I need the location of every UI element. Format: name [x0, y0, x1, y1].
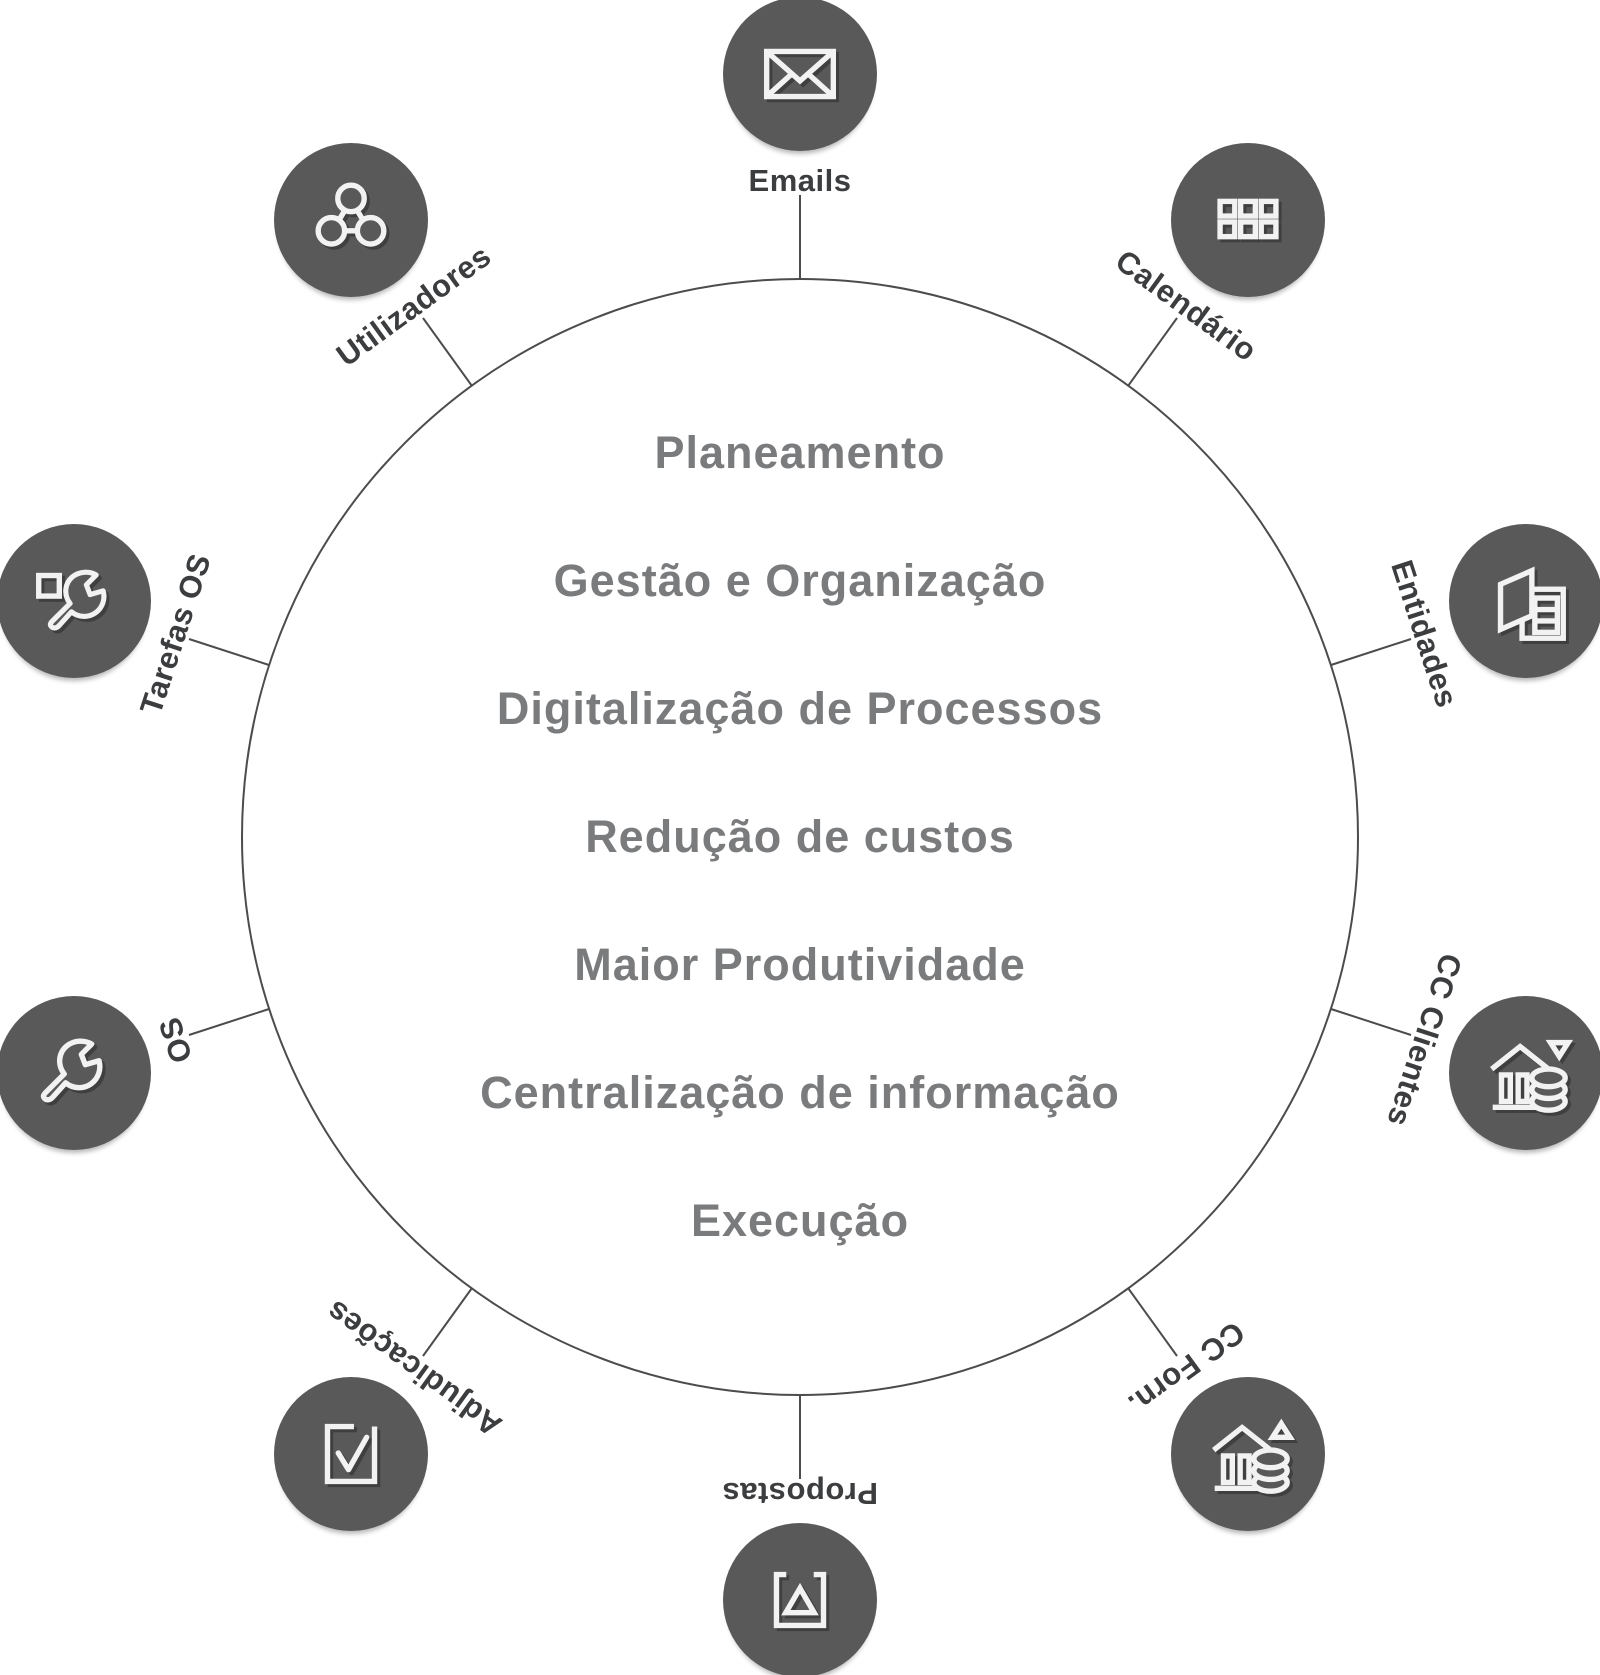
utilizadores-icon-circle: [274, 143, 428, 297]
benefit-item: Execução: [690, 1195, 910, 1246]
radial-ticks: [188, 195, 1412, 1479]
emails-icon-circle: [723, 0, 877, 151]
benefit-item: Gestão e Organização: [553, 555, 1047, 606]
node-label-emails: Emails: [748, 163, 852, 198]
adjudicacoes-icon-circle: [274, 1377, 428, 1531]
task-wrench-icon: [36, 569, 107, 631]
calendar-grid-icon: [1217, 198, 1279, 240]
benefit-item: Planeamento: [654, 427, 946, 478]
propostas-icon-circle: [723, 1523, 877, 1675]
entidades-icon-circle: [1449, 524, 1600, 678]
tarefas-os-icon-circle: [0, 524, 151, 678]
cc-clientes-icon-circle: [1449, 996, 1600, 1150]
image-proposal-icon: [773, 1571, 827, 1629]
users-network-icon: [315, 182, 387, 247]
envelope-icon: [763, 48, 837, 100]
calendario-icon-circle: [1171, 143, 1325, 297]
checkbox-check-icon: [324, 1423, 378, 1485]
os-icon-circle: [0, 996, 151, 1150]
cc-forn-icon-circle: [1171, 1377, 1325, 1531]
benefit-item: Maior Produtividade: [574, 939, 1026, 990]
bank-database-down-icon: [1490, 1039, 1574, 1113]
building-entity-icon: [1497, 566, 1566, 641]
wrench-icon: [40, 1038, 103, 1103]
benefit-item: Redução de custos: [585, 811, 1015, 862]
benefit-item: Digitalização de Processos: [496, 683, 1104, 734]
node-label-propostas: Propostas: [721, 1476, 879, 1511]
benefit-item: Centralização de informação: [480, 1067, 1120, 1118]
benefits-list: Planeamento Gestão e Organização Digital…: [480, 389, 1120, 1285]
bank-database-up-icon: [1212, 1418, 1296, 1494]
